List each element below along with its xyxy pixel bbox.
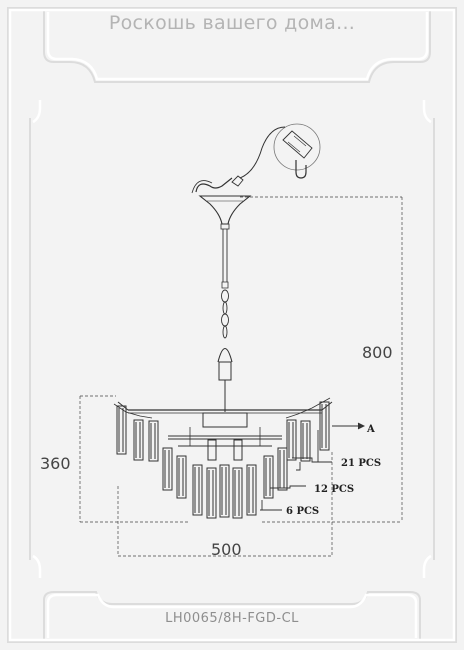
dimension-height-total: 800 xyxy=(362,343,393,362)
callout-tier-bottom: 6 PCS xyxy=(286,506,319,517)
callout-tier-middle: 12 PCS xyxy=(314,484,354,495)
dimension-height-body: 360 xyxy=(40,454,71,473)
callout-tier-top: 21 PCS xyxy=(341,458,381,469)
crystal-prisms-top-tier xyxy=(113,397,331,462)
chandelier-frame xyxy=(117,401,333,447)
dimension-width: 500 xyxy=(211,540,242,559)
suspension-chain xyxy=(217,229,233,412)
ceiling-canopy xyxy=(198,195,252,230)
dimension-lines xyxy=(79,196,403,557)
crystal-prisms-middle-tier xyxy=(162,447,288,499)
header-title: Роскошь вашего дома... xyxy=(108,12,356,34)
callout-detail-a: A xyxy=(366,424,375,435)
crystal-prisms-bottom-tier xyxy=(192,439,257,519)
mounting-hook-detail xyxy=(231,123,321,187)
hanger-hook xyxy=(191,177,233,194)
model-code: LH0065/8H-FGD-CL xyxy=(165,611,299,626)
callout-leaders xyxy=(260,422,366,511)
